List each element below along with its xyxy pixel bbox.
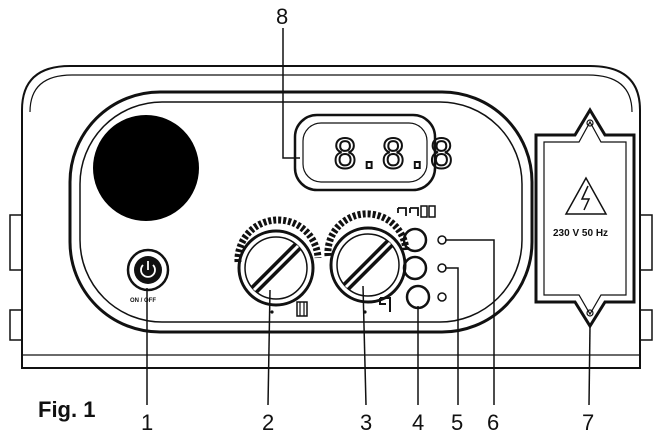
lamp-icon-bottom [437, 292, 447, 302]
power-icon [140, 264, 156, 278]
boiler-casing [21, 65, 641, 369]
on-off-label: ON / OFF [130, 298, 156, 304]
callout-3: 3 [360, 410, 372, 435]
on-off-button[interactable] [126, 248, 170, 292]
tap-icon [379, 297, 391, 312]
electrical-cover [534, 107, 636, 329]
control-panel [68, 90, 534, 334]
digital-display [293, 113, 437, 192]
mode-icons [397, 205, 436, 218]
callout-leaders [146, 28, 591, 406]
callout-1: 1 [141, 410, 153, 435]
lamp-icon-middle [437, 263, 447, 273]
indicator-button-top[interactable] [402, 227, 428, 253]
callout-5: 5 [451, 410, 463, 435]
callout-6: 6 [487, 410, 499, 435]
heating-knob[interactable] [234, 216, 322, 307]
voltage-label: 230 V 50 Hz [553, 228, 608, 239]
display-digits: 8.8.8 [333, 132, 453, 178]
callout-8: 8 [276, 4, 288, 29]
lamp-icon-top [437, 235, 447, 245]
hot-water-knob[interactable] [324, 210, 410, 304]
indicator-button-middle[interactable] [402, 255, 428, 281]
figure-label: Fig. 1 [38, 397, 95, 422]
high-voltage-icon [564, 176, 608, 215]
radiator-icon [296, 301, 308, 317]
callout-7: 7 [582, 410, 594, 435]
callout-4: 4 [412, 410, 424, 435]
round-window [93, 115, 199, 221]
indicator-button-bottom[interactable] [405, 284, 431, 310]
callout-2: 2 [262, 410, 274, 435]
